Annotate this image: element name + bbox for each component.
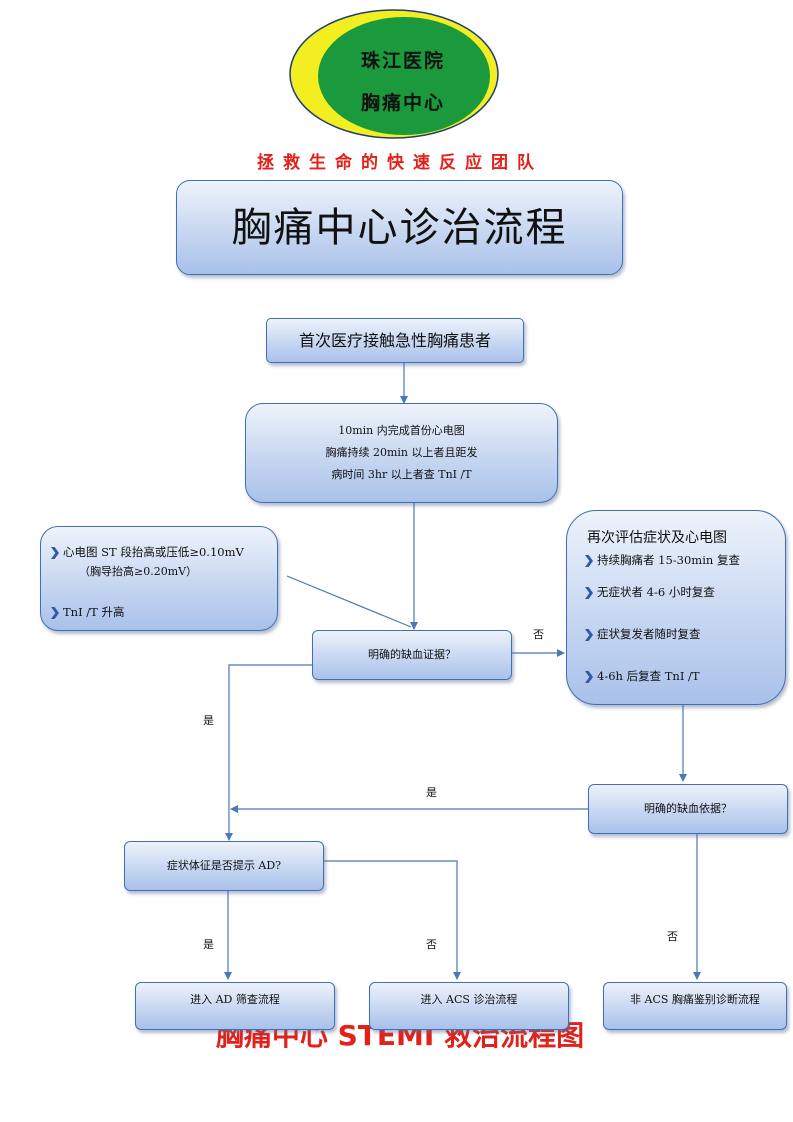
label-no-q1: 否	[533, 628, 544, 641]
chevron-right-icon	[585, 671, 593, 683]
label-yes-q3: 是	[203, 938, 214, 951]
ecg-step-line: 10min 内完成首份心电图	[338, 424, 465, 437]
page-title-box: 胸痛中心诊治流程	[176, 180, 623, 275]
slogan: 拯救生命的快速反应团队	[257, 153, 543, 173]
reassess-item: 症状复发者随时复查	[585, 623, 701, 645]
reassess-title: 再次评估症状及心电图	[587, 530, 727, 546]
chevron-right-icon	[51, 607, 59, 619]
decision-ad-signs: 症状体征是否提示 AD?	[124, 841, 324, 891]
label-no-q2: 否	[667, 930, 678, 943]
label-no-q3: 否	[426, 938, 437, 951]
criteria-item: TnI /T 升高	[51, 601, 124, 623]
ecg-step-box: 10min 内完成首份心电图 胸痛持续 20min 以上者且距发 病时间 3hr…	[245, 403, 558, 503]
reassess-item: 持续胸痛者 15-30min 复查	[585, 549, 740, 571]
outcome-ad-screening: 进入 AD 筛查流程	[135, 982, 335, 1030]
logo-line2: 胸痛中心	[360, 92, 445, 114]
chevron-right-icon	[585, 587, 593, 599]
hospital-logo: 珠江医院 胸痛中心	[288, 8, 502, 142]
reassess-item: 无症状者 4-6 小时复查	[585, 581, 715, 603]
decision-ischemia-basis: 明确的缺血依据？	[588, 784, 788, 834]
reassess-box: 再次评估症状及心电图 持续胸痛者 15-30min 复查 无症状者 4-6 小时…	[566, 510, 786, 705]
chevron-right-icon	[585, 555, 593, 567]
outcome-non-acs: 非 ACS 胸痛鉴别诊断流程	[603, 982, 787, 1030]
criteria-item: 心电图 ST 段抬高或压低≥0.10mV	[51, 541, 244, 563]
decision-ischemia-evidence: 明确的缺血证据？	[312, 630, 512, 680]
reassess-item: 4-6h 后复查 TnI /T	[585, 665, 700, 687]
ecg-step-line: 胸痛持续 20min 以上者且距发	[325, 446, 478, 459]
start-text: 首次医疗接触急性胸痛患者	[298, 330, 491, 350]
criteria-note: （胸导抬高≥0.20mV）	[79, 565, 198, 578]
logo-line1: 珠江医院	[360, 50, 445, 72]
label-yes-q2: 是	[426, 786, 437, 799]
chevron-right-icon	[51, 547, 59, 559]
ecg-step-line: 病时间 3hr 以上者查 TnI /T	[331, 468, 472, 481]
outcome-acs-treatment: 进入 ACS 诊治流程	[369, 982, 569, 1030]
page-title: 胸痛中心诊治流程	[231, 204, 568, 251]
logo-emblem-icon	[289, 9, 499, 139]
label-yes-q1: 是	[203, 714, 214, 727]
chevron-right-icon	[585, 629, 593, 641]
ischemia-criteria-box: 心电图 ST 段抬高或压低≥0.10mV （胸导抬高≥0.20mV） TnI /…	[40, 526, 278, 631]
start-box: 首次医疗接触急性胸痛患者	[266, 318, 524, 363]
